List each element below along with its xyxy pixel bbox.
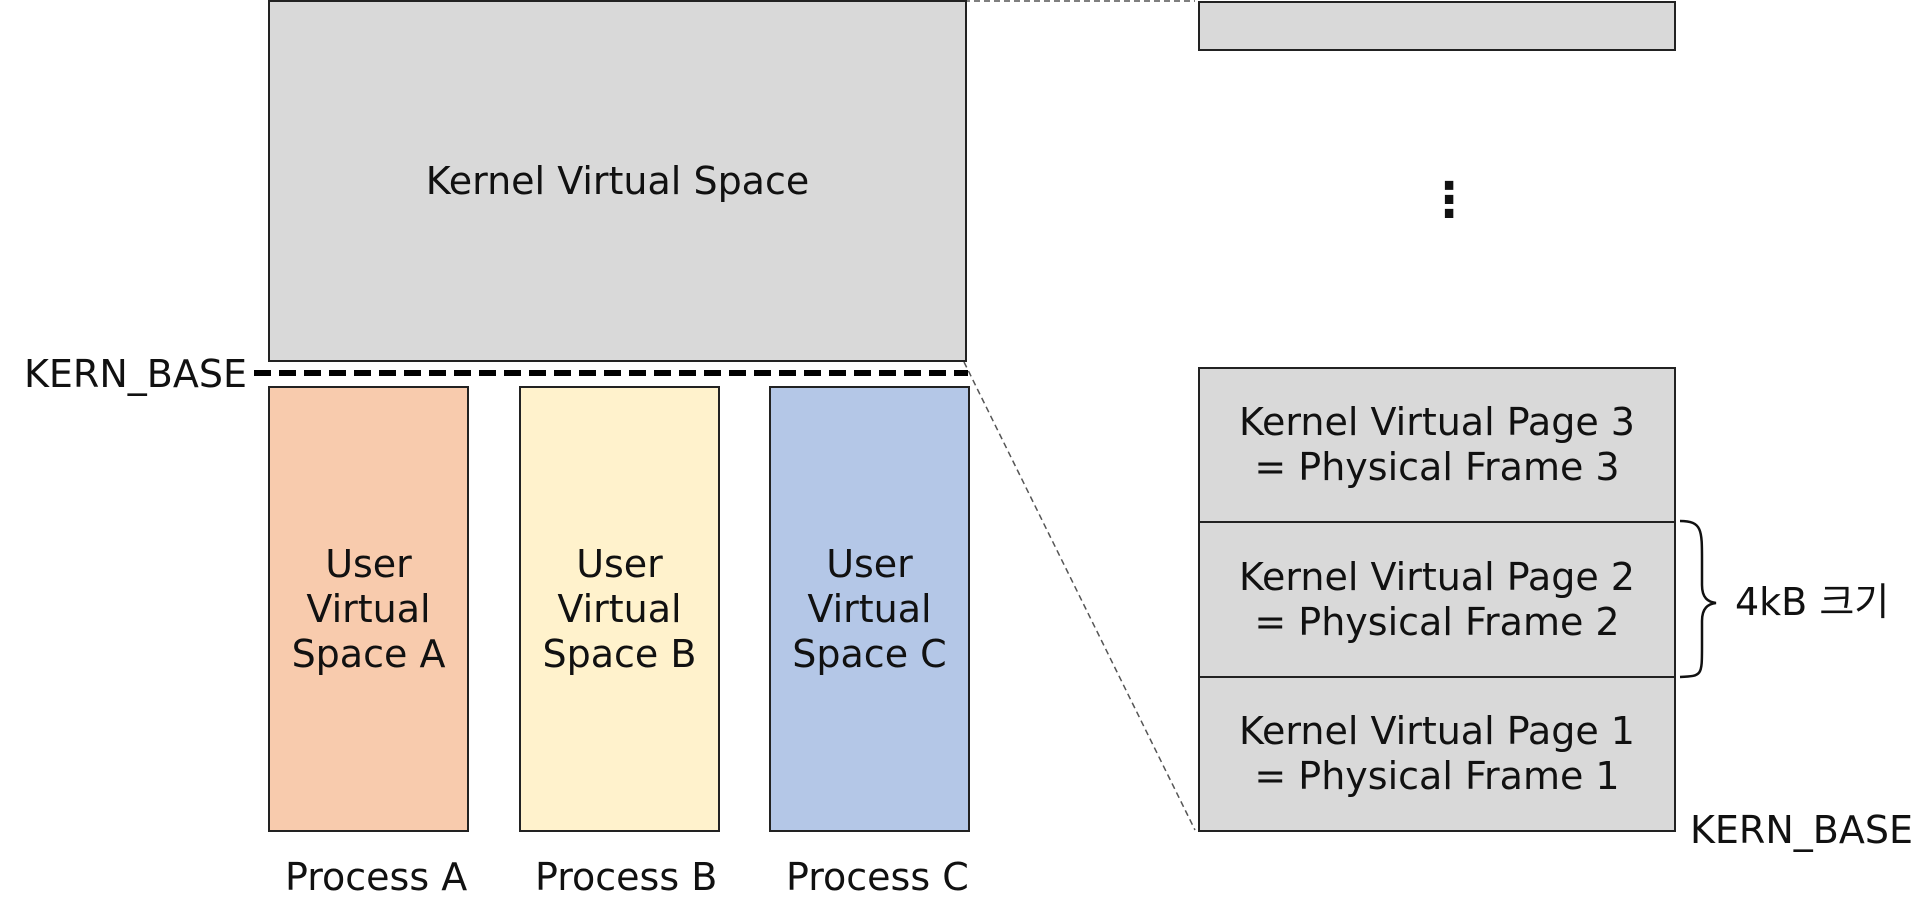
kernel-virtual-space-label: Kernel Virtual Space	[425, 158, 810, 203]
user-space-b-line2: Virtual	[557, 586, 682, 631]
kernel-virtual-page-3: Kernel Virtual Page 3 = Physical Frame 3	[1198, 367, 1676, 523]
page-1-line1: Kernel Virtual Page 1	[1239, 709, 1635, 753]
user-space-a-line1: User	[325, 541, 412, 586]
user-space-b-line1: User	[576, 541, 663, 586]
user-space-c-line3: Space C	[792, 631, 947, 676]
zoom-guide-bottom	[963, 361, 1196, 831]
process-c-label: Process C	[786, 855, 969, 899]
user-space-a-line3: Space A	[291, 631, 446, 676]
page-1-line2: = Physical Frame 1	[1254, 754, 1620, 798]
page-2-line1: Kernel Virtual Page 2	[1239, 554, 1635, 599]
process-b-label: Process B	[535, 855, 718, 899]
kernel-virtual-page-1: Kernel Virtual Page 1 = Physical Frame 1	[1198, 676, 1676, 832]
kernel-virtual-space: Kernel Virtual Space	[268, 0, 967, 362]
kern-base-label-right: KERN_BASE	[1690, 808, 1913, 852]
kern-base-label-left: KERN_BASE	[24, 352, 247, 396]
process-a-label: Process A	[285, 855, 468, 899]
ellipsis-vertical: ⋮	[1425, 172, 1473, 228]
page-3-line2: = Physical Frame 3	[1254, 445, 1620, 489]
user-virtual-space-a: User Virtual Space A	[268, 386, 469, 832]
user-virtual-space-b: User Virtual Space B	[519, 386, 720, 832]
user-space-a-line2: Virtual	[306, 586, 431, 631]
page-2-line2: = Physical Frame 2	[1254, 599, 1620, 644]
page-size-brace	[1679, 519, 1717, 679]
user-virtual-space-c: User Virtual Space C	[769, 386, 970, 832]
page-size-label: 4kB 크기	[1735, 580, 1890, 624]
kernel-top-page	[1198, 1, 1676, 51]
user-space-c-line2: Virtual	[807, 586, 932, 631]
kernel-virtual-page-2: Kernel Virtual Page 2 = Physical Frame 2	[1198, 521, 1676, 678]
user-space-b-line3: Space B	[542, 631, 697, 676]
page-3-line1: Kernel Virtual Page 3	[1239, 400, 1635, 444]
user-space-c-line1: User	[826, 541, 913, 586]
